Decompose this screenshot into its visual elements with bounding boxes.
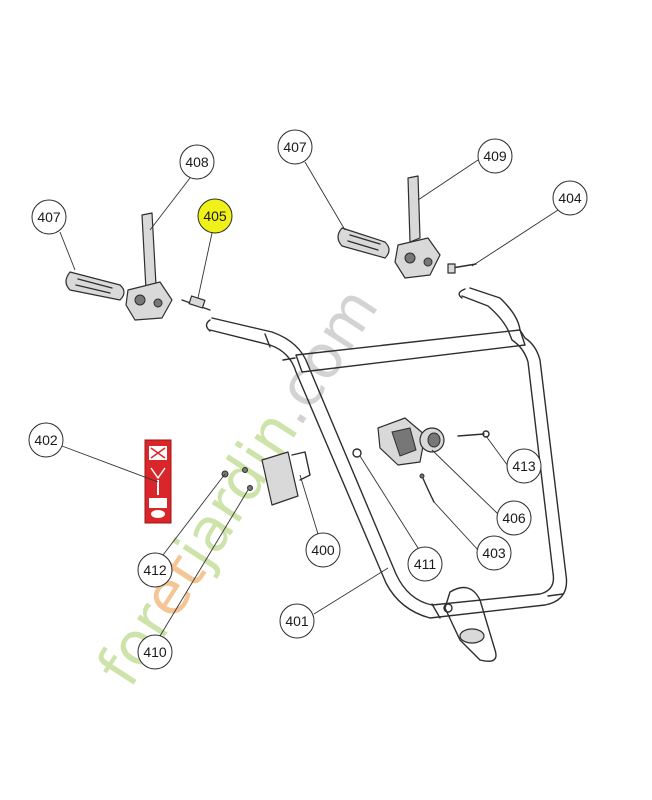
callout-label: 403 bbox=[482, 545, 506, 561]
callout-400: 400 bbox=[305, 532, 341, 568]
callout-413: 413 bbox=[506, 448, 542, 484]
cable-screw bbox=[181, 295, 211, 311]
callout-label: 411 bbox=[414, 556, 437, 572]
callout-403: 403 bbox=[476, 535, 512, 571]
callout-401: 401 bbox=[279, 603, 315, 639]
callout-circle bbox=[277, 129, 313, 165]
callout-406: 406 bbox=[496, 500, 532, 536]
part-callouts: 407 408 405 407 409 404 402 413 406 400 403 412 411 4… bbox=[28, 129, 588, 670]
callout-402: 402 bbox=[28, 422, 64, 458]
callout-circle bbox=[407, 546, 443, 582]
callout-407: 407 bbox=[31, 199, 67, 235]
callout-label: 400 bbox=[311, 542, 335, 558]
callout-label: 402 bbox=[34, 432, 58, 448]
callout-circle bbox=[137, 634, 173, 670]
callout-circle bbox=[476, 535, 512, 571]
callout-circle bbox=[179, 144, 215, 180]
handlebar-frame bbox=[205, 287, 568, 662]
callout-label: 412 bbox=[143, 562, 167, 578]
callout-404: 404 bbox=[552, 180, 588, 216]
control-module bbox=[377, 417, 445, 466]
warning-label-sticker bbox=[144, 439, 172, 524]
callout-409: 409 bbox=[477, 138, 513, 174]
callout-408: 408 bbox=[179, 144, 215, 180]
callout-label: 408 bbox=[185, 154, 209, 170]
callout-411: 411 bbox=[407, 546, 443, 582]
callout-label: 407 bbox=[37, 209, 61, 225]
callout-label: 401 bbox=[285, 613, 309, 629]
callout-410: 410 bbox=[137, 634, 173, 670]
bolt-404 bbox=[447, 263, 477, 274]
callout-circle bbox=[28, 422, 64, 458]
watermark: foretjardin.com bbox=[84, 275, 393, 698]
callout-circle bbox=[31, 199, 67, 235]
callout-label: 410 bbox=[143, 644, 167, 660]
pin-413 bbox=[457, 430, 490, 438]
callout-circle bbox=[279, 603, 315, 639]
callout-407: 407 bbox=[277, 129, 313, 165]
wire-403 bbox=[419, 473, 435, 503]
callout-circle bbox=[552, 180, 588, 216]
left-lever-control bbox=[125, 212, 173, 321]
callout-circle bbox=[305, 532, 341, 568]
callout-circle bbox=[137, 552, 173, 588]
callout-label: 405 bbox=[203, 208, 227, 224]
callout-label: 413 bbox=[512, 458, 536, 474]
callout-circle bbox=[477, 138, 513, 174]
leader-lines bbox=[59, 159, 559, 637]
watermark-text: foretjardin.com bbox=[84, 275, 393, 698]
left-grip bbox=[65, 271, 125, 301]
right-lever-control bbox=[394, 175, 441, 279]
callout-412: 412 bbox=[137, 552, 173, 588]
callout-label: 406 bbox=[502, 510, 526, 526]
callout-circle bbox=[496, 500, 532, 536]
callout-circle bbox=[506, 448, 542, 484]
callout-label: 407 bbox=[283, 139, 307, 155]
callout-label: 404 bbox=[558, 190, 582, 206]
callout-405: 405 bbox=[197, 198, 233, 234]
callout-label: 409 bbox=[483, 148, 507, 164]
right-grip bbox=[337, 227, 390, 259]
bracket-plate bbox=[261, 451, 311, 506]
callout-circle bbox=[197, 198, 233, 234]
washer-411 bbox=[352, 448, 362, 458]
